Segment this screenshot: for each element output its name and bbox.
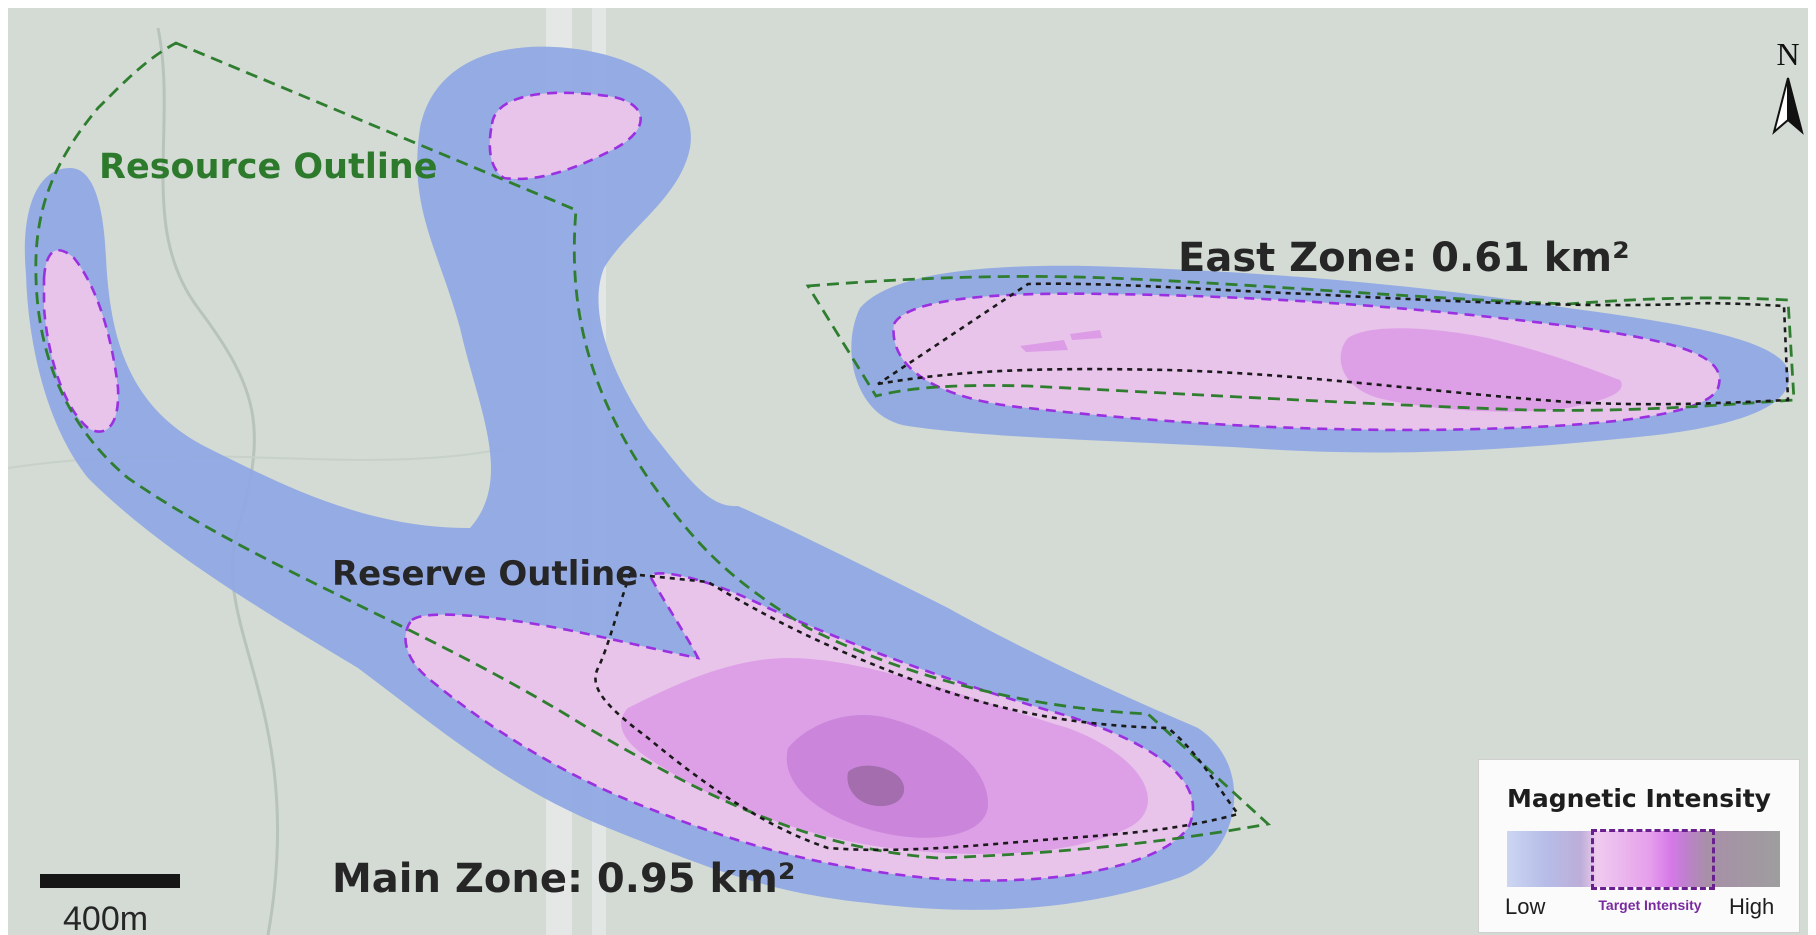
legend-color-ramp xyxy=(1507,831,1780,887)
legend-high-label: High xyxy=(1729,894,1775,919)
north-arrow-label: N xyxy=(1776,36,1800,72)
reserve-outline-main xyxy=(594,572,1241,852)
target-outlines xyxy=(42,91,1721,882)
north-arrow-icon xyxy=(1772,77,1804,135)
main-zone-label: Main Zone: 0.95 km² xyxy=(332,856,796,902)
map-canvas[interactable]: Resource Outline Reserve Outline East Zo… xyxy=(8,8,1808,935)
resource-outline-west xyxy=(34,41,1272,860)
reserve-outline-label: Reserve Outline xyxy=(332,554,639,594)
legend-low-label: Low xyxy=(1505,894,1546,919)
map-layers xyxy=(8,8,1808,935)
legend: Magnetic Intensity Low Target Intensity … xyxy=(1478,759,1800,933)
scale-bar-label: 400m xyxy=(63,900,149,935)
high-east-spot-2 xyxy=(1070,330,1102,340)
high-intensity-zone xyxy=(621,328,1622,854)
target-west-pod xyxy=(44,250,119,432)
legend-title: Magnetic Intensity xyxy=(1507,784,1771,813)
target-outline-west xyxy=(42,248,120,433)
reserve-outlines xyxy=(594,282,1790,852)
east-zone-label: East Zone: 0.61 km² xyxy=(1178,235,1630,281)
high-east xyxy=(1340,328,1622,412)
legend-target-box xyxy=(1591,829,1715,890)
north-arrow: N xyxy=(1768,36,1808,136)
target-north-pod xyxy=(489,92,641,179)
reserve-outline-east xyxy=(877,282,1790,406)
target-outline-main xyxy=(404,572,1195,882)
resource-outline-label: Resource Outline xyxy=(99,147,438,187)
high-east-spot-1 xyxy=(1020,340,1068,352)
high-main-core xyxy=(847,765,905,807)
resource-outlines xyxy=(34,41,1796,860)
river xyxy=(156,27,280,935)
resource-outline-east xyxy=(805,275,1796,412)
target-outline-east xyxy=(892,292,1721,432)
scale-bar xyxy=(40,874,180,888)
legend-target-label: Target Intensity xyxy=(1598,897,1702,913)
